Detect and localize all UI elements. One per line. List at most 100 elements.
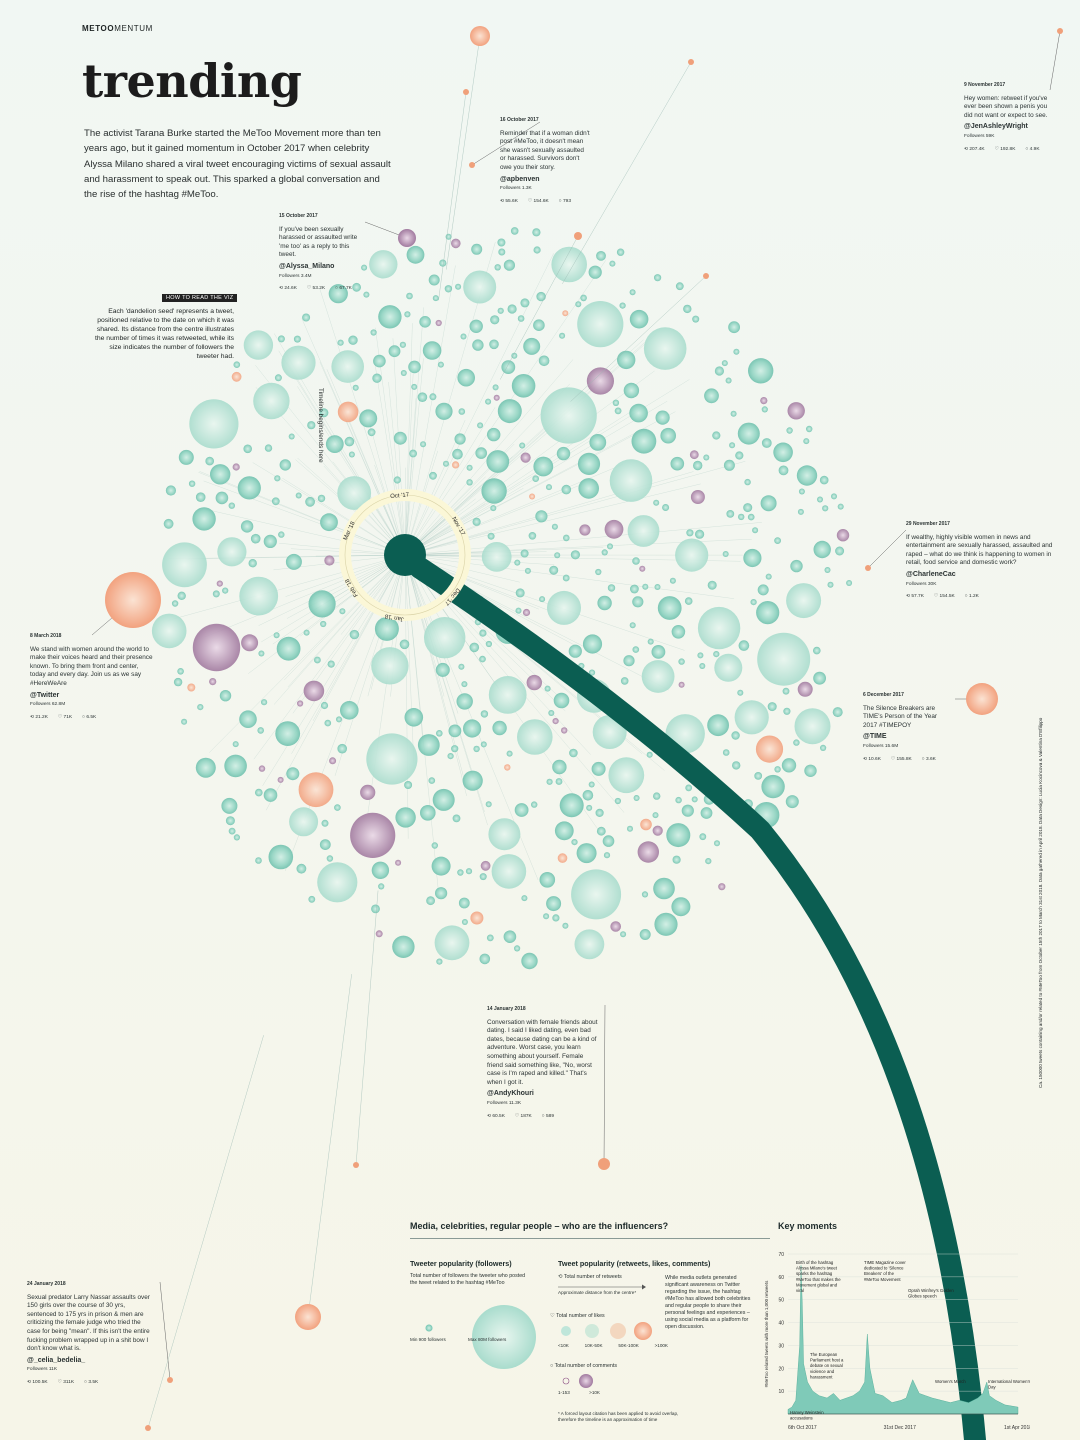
timeline-start-label: Timeline begins/ends here [317, 388, 324, 463]
tweet-seed [264, 444, 273, 452]
seed-ray [404, 554, 555, 565]
tweet-seed [254, 788, 263, 797]
comments-legend-swatches [562, 1374, 593, 1388]
annotation-leader [603, 1004, 606, 1165]
x-tick-label: 31st Dec 2017 [884, 1425, 916, 1431]
tweet-seed [697, 652, 704, 659]
tweet-seed [221, 797, 238, 814]
tweet-seed [637, 841, 659, 863]
tweet-annotation-time: 6 December 2017 The Silence Breakers are… [863, 692, 938, 762]
tweet-seed [192, 623, 241, 672]
escaped-seed [463, 89, 469, 95]
ring-month-label: Oct '17 [390, 492, 410, 500]
tweet-seed [693, 460, 703, 471]
tweet-seed [237, 476, 261, 500]
tweet-seed [317, 494, 326, 503]
seed-stalk [570, 275, 707, 402]
tweet-seed [511, 352, 518, 359]
key-moment-label: Alyssa Milano's tweet [796, 1266, 838, 1271]
seed-ray [278, 350, 406, 556]
tweet-seed [334, 804, 341, 811]
escaped-seed [145, 1425, 151, 1431]
seed-ray [301, 318, 406, 556]
tweet-seed [192, 507, 216, 531]
tweet-seed [393, 476, 401, 484]
seed-stalk [147, 1035, 264, 1429]
y-tick-label: 30 [778, 1343, 784, 1349]
seed-ray [392, 338, 406, 556]
tweet-seed [485, 640, 492, 648]
page-title: trending [82, 54, 302, 108]
tweet-seed [248, 559, 257, 568]
retweets-arrow [558, 1284, 646, 1290]
escaped-seed [688, 59, 694, 65]
tweet-seed [824, 567, 831, 573]
tweet-seed [556, 446, 571, 461]
tweet-seed [654, 274, 662, 282]
tweet-seed [435, 887, 448, 900]
seed-ray [286, 554, 406, 619]
tweet-seed [274, 374, 282, 382]
tweet-seed [432, 788, 455, 811]
tweet-seed [539, 872, 556, 888]
tweet-seed [465, 868, 473, 875]
tweet-seed [781, 758, 797, 773]
annotation-leader [1049, 30, 1061, 91]
tweet-seed [490, 505, 497, 512]
min-followers-label: Min 900 followers [410, 1337, 446, 1342]
tweet-seed [462, 770, 483, 791]
tweet-seed [232, 463, 240, 471]
tweet-seed [675, 282, 684, 291]
tweet-annotation-jen: 9 November 2017 Hey women: retweet if yo… [964, 82, 1048, 152]
tweet-seed [616, 248, 625, 256]
seed-ray [326, 369, 406, 556]
tweet-seed [761, 438, 772, 448]
tweet-seed [177, 668, 184, 675]
tweet-seed [794, 708, 831, 745]
tweet-seed [654, 912, 678, 936]
tweet-seed [240, 520, 254, 533]
tweet-seed [489, 339, 499, 350]
followers-legend-title: Tweeter popularity (followers) [410, 1259, 512, 1268]
tweet-seed [369, 250, 398, 279]
tweet-seed [399, 639, 410, 650]
tweet-seed [609, 459, 653, 502]
tweet-seed [703, 454, 710, 461]
tweet-seed [576, 843, 597, 864]
tweet-seed [760, 495, 777, 512]
tweet-seed [733, 348, 740, 355]
tweet-seed [393, 431, 407, 445]
seed-ray [374, 359, 406, 556]
y-axis-label: #MeToo related tweets with more than 1,0… [764, 1280, 769, 1388]
tweet-seed [521, 895, 528, 902]
tweet-seed [517, 315, 525, 322]
tweet-seed [497, 399, 522, 424]
tweet-seed [722, 551, 729, 557]
tweet-seed [231, 371, 242, 382]
tweet-seed [554, 821, 574, 841]
tweet-seed [458, 897, 470, 909]
tweet-seed [360, 784, 376, 801]
tweet-seed [215, 491, 229, 505]
tweet-seed [320, 513, 338, 532]
tweet-seed [317, 862, 358, 903]
tweet-seed [563, 534, 570, 542]
tweet-seed [163, 518, 174, 529]
seed-ray [404, 483, 701, 556]
tweet-seed [653, 792, 661, 800]
tweet-seed [629, 403, 648, 423]
tweet-seed [783, 707, 791, 715]
tweet-seed [655, 410, 670, 425]
y-tick-label: 70 [778, 1252, 784, 1258]
tweet-seed [620, 677, 629, 685]
tweet-seed [435, 319, 442, 327]
tweet-seed [729, 442, 736, 449]
tweet-seed [803, 438, 810, 445]
tweet-seed [846, 580, 853, 586]
escaped-seed [703, 273, 709, 279]
tweet-seed [498, 248, 506, 256]
key-moment-label: debate on sexual [810, 1363, 843, 1368]
tweet-seed [348, 451, 355, 458]
tweet-seed [222, 587, 229, 594]
tweet-seed [675, 538, 709, 572]
